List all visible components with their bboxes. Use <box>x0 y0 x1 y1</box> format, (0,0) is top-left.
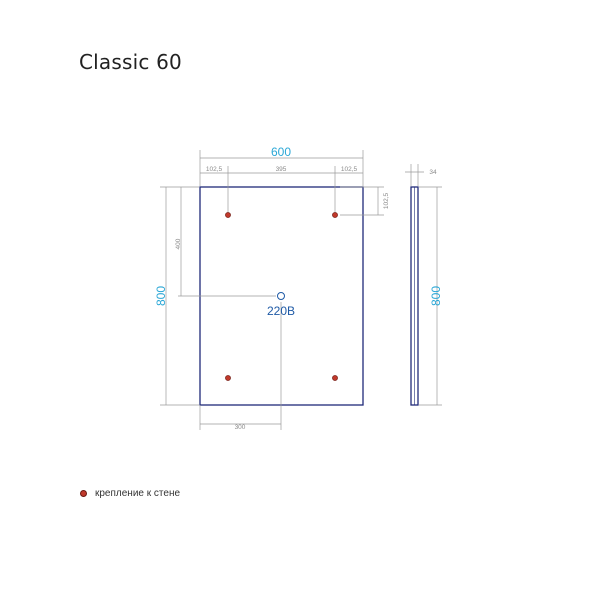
socket-label: 220В <box>267 304 295 318</box>
width-dimension-label: 600 <box>271 145 291 159</box>
offset-mid-label: 395 <box>276 166 287 173</box>
product-title: Classic 60 <box>79 50 182 74</box>
socket-x-label: 300 <box>235 424 246 431</box>
mount-point-bottom-left <box>225 375 231 381</box>
height-dimension-label: 800 <box>154 286 168 306</box>
mount-point-top-left <box>225 212 231 218</box>
mount-point-bottom-right <box>332 375 338 381</box>
mount-point-legend-icon <box>80 490 87 497</box>
legend: крепление к стене <box>80 488 180 499</box>
legend-mount-label: крепление к стене <box>95 488 181 499</box>
offset-top-label: 102,5 <box>383 192 390 209</box>
offset-left-label: 102,5 <box>206 166 223 173</box>
socket-icon <box>277 292 285 300</box>
mount-point-top-right <box>332 212 338 218</box>
offset-right-label: 102,5 <box>341 166 358 173</box>
side-depth-label: 34 <box>429 169 437 176</box>
side-height-dimension-label: 800 <box>429 286 443 306</box>
socket-height-label: 400 <box>175 238 182 249</box>
